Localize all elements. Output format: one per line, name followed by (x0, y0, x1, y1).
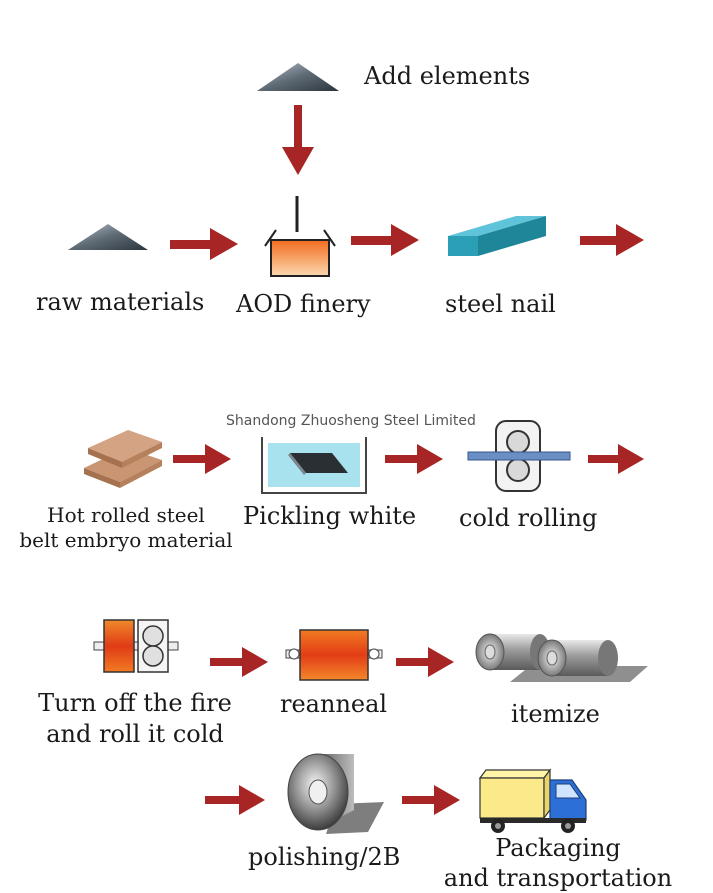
hot-rolled-text: Hot rolled steel belt embryo material (19, 503, 233, 552)
arrow-right-icon (402, 785, 460, 815)
arrow-right-icon (210, 647, 268, 677)
truck-icon (478, 768, 587, 833)
arrow-right-icon (580, 224, 644, 256)
packaging-label: Packaging and transportation (436, 833, 680, 893)
arrow-down-icon (282, 105, 314, 175)
raw-materials-label: raw materials (36, 288, 205, 316)
coil-icon (287, 753, 384, 834)
watermark: Shandong Zhuosheng Steel Limited (226, 413, 476, 429)
pile-icon (68, 224, 148, 250)
steel-nail-label: steel nail (445, 290, 556, 318)
arrow-right-icon (351, 224, 419, 256)
aod-finery-label: AOD finery (236, 290, 371, 318)
cold-rolling-label: cold rolling (459, 504, 598, 532)
packaging-text: Packaging and transportation (443, 834, 673, 892)
turn-off-label: Turn off the fire and roll it cold (20, 688, 250, 749)
steel-bar-icon (448, 216, 546, 256)
coil-icon (475, 633, 648, 682)
steel-plate-icon (84, 430, 162, 488)
arrow-right-icon (385, 444, 443, 474)
arrow-right-icon (588, 444, 644, 474)
pickling-label: Pickling white (243, 502, 417, 530)
pickling-tank-icon (261, 437, 367, 494)
rolling-mill-icon (93, 619, 179, 673)
arrow-right-icon (170, 228, 238, 260)
arrow-right-icon (205, 785, 265, 815)
pile-icon (257, 63, 339, 91)
polishing-label: polishing/2B (248, 843, 401, 871)
add-elements-label: Add elements (364, 62, 531, 90)
itemize-label: itemize (511, 700, 600, 728)
annealing-furnace-icon (285, 629, 383, 681)
arrow-right-icon (396, 647, 454, 677)
arrow-right-icon (173, 444, 231, 474)
turn-off-text: Turn off the fire and roll it cold (38, 689, 232, 748)
rolling-mill-icon (467, 420, 571, 492)
furnace-icon (264, 196, 336, 277)
hot-rolled-label: Hot rolled steel belt embryo material (14, 503, 238, 553)
reanneal-label: reanneal (280, 690, 388, 718)
